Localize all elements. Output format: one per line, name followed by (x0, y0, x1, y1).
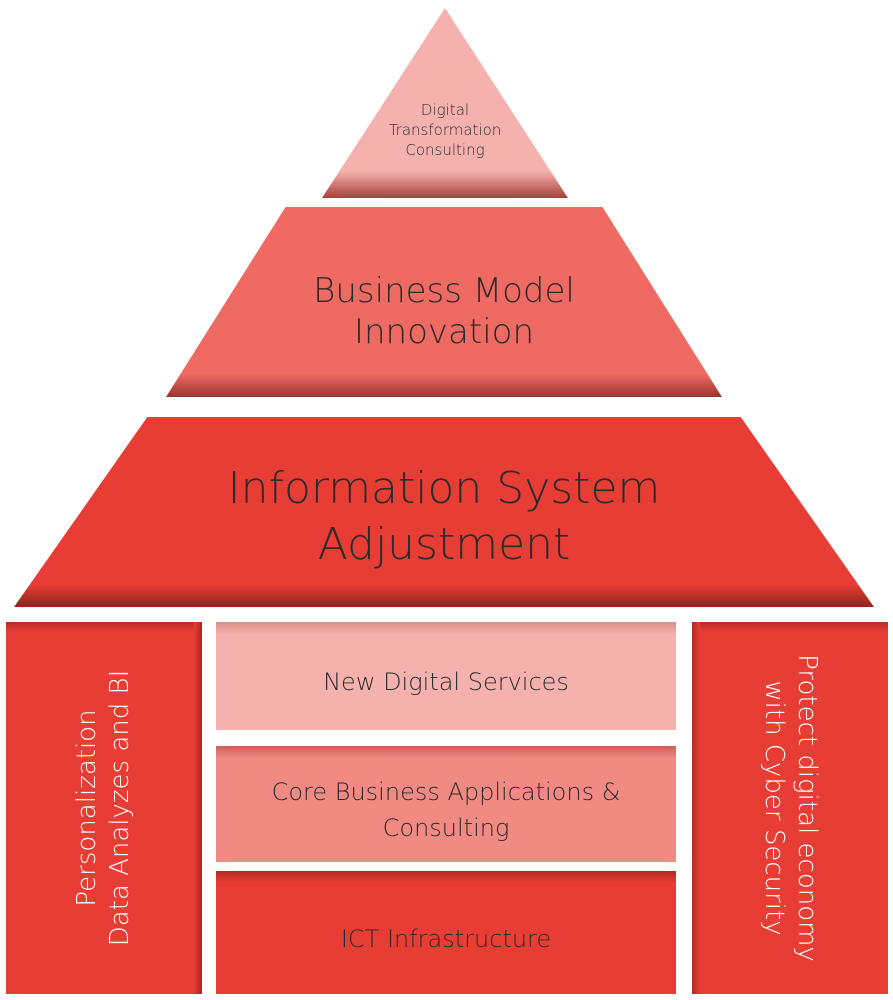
pillar-label-line: Protect digital economy (792, 654, 823, 962)
tier-label-line: Business Model (313, 271, 575, 311)
trapezoid-shape (14, 417, 874, 607)
pillar-cap (692, 622, 888, 632)
layer-label-line: New Digital Services (323, 668, 569, 696)
pillar-edge (692, 622, 700, 994)
tier-label: Information System Adjustment (14, 457, 874, 577)
pillar-label-rotated: Personalization Data Analyzes and BI (71, 670, 137, 946)
tier-label-line: Information System (227, 463, 661, 514)
core-business-applications-layer: Core Business Applications & Consulting (216, 746, 676, 862)
layer-front-face (216, 883, 676, 994)
right-pillar: Protect digital economy with Cyber Secur… (692, 622, 888, 994)
layer-label-line: ICT Infrastructure (340, 924, 552, 953)
layer-front-face (216, 758, 676, 862)
ict-infrastructure-layer: ICT Infrastructure (216, 871, 676, 994)
layer-label: ICT Infrastructure (216, 883, 676, 994)
layer-top-face (216, 871, 676, 883)
layer-label: New Digital Services (216, 634, 676, 730)
pillar-edge (194, 622, 202, 994)
layer-label-line: Core Business Applications & (271, 778, 621, 806)
pillar-label: Protect digital economy with Cyber Secur… (692, 622, 888, 994)
pyramid-top-tier: Digital Transformation Consulting (322, 8, 568, 198)
pyramid-middle-tier: Business Model Innovation (166, 207, 722, 397)
pillar-label-line: Data Analyzes and BI (105, 669, 136, 947)
new-digital-services-layer: New Digital Services (216, 622, 676, 730)
layer-label: Core Business Applications & Consulting (216, 758, 676, 862)
pillar-cap (6, 622, 202, 632)
pillar-label-line: Personalization (72, 709, 103, 907)
pyramid-base-tier: Information System Adjustment (14, 417, 874, 607)
layer-label-line: Consulting (382, 814, 510, 842)
tier-label-line: Consulting (405, 141, 485, 159)
layer-front-face (216, 634, 676, 730)
left-pillar: Personalization Data Analyzes and BI (6, 622, 202, 994)
tier-label-line: Transformation (388, 121, 502, 139)
pillar-label-rotated: Protect digital economy with Cyber Secur… (757, 654, 823, 962)
tier-label-line: Digital (420, 101, 470, 119)
layer-top-face (216, 746, 676, 758)
tier-label-line: Innovation (353, 312, 534, 352)
pillar-label: Personalization Data Analyzes and BI (6, 622, 202, 994)
tier-label-line: Adjustment (317, 519, 571, 570)
tier-label: Digital Transformation Consulting (322, 94, 568, 166)
pillar-label-line: with Cyber Security (759, 680, 790, 936)
layer-top-face (216, 622, 676, 634)
tier-label: Business Model Innovation (166, 262, 722, 362)
